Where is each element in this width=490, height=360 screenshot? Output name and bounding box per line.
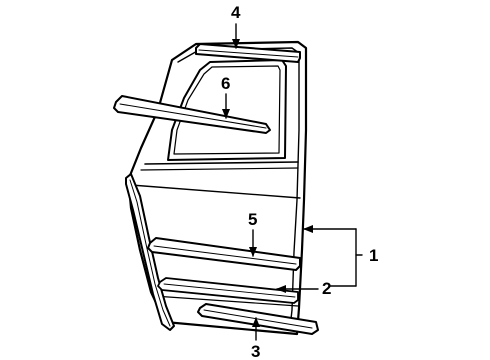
callout-5: 5 — [248, 210, 257, 229]
leader-lines — [222, 23, 363, 341]
upper-weatherstrip — [195, 43, 301, 63]
body-side-molding — [147, 237, 301, 271]
callout-2: 2 — [322, 279, 331, 298]
belt-line-lower — [140, 167, 299, 171]
callout-3: 3 — [251, 342, 260, 360]
belt-molding — [113, 95, 271, 134]
lower-molding — [157, 277, 299, 304]
callout-1: 1 — [369, 246, 378, 265]
callout-6: 6 — [221, 74, 230, 93]
callout-4: 4 — [231, 3, 241, 22]
body-crease-line — [130, 184, 301, 199]
front-weatherstrip — [125, 173, 175, 331]
rocker-line — [153, 295, 299, 307]
belt-line — [144, 161, 299, 165]
